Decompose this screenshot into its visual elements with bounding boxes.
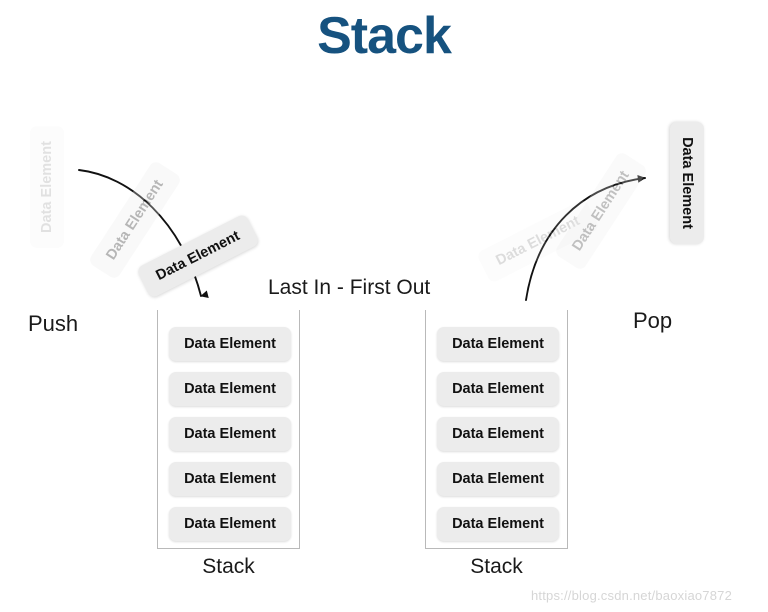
stack-right-cell-4: Data Element	[437, 507, 559, 541]
stack-right-cell-3: Data Element	[437, 462, 559, 496]
push-chip-1: Data Element	[30, 126, 64, 248]
pop-chip-3: Data Element	[670, 122, 704, 244]
push-label: Push	[28, 311, 79, 336]
stack-left-container: Data Element Data Element Data Element D…	[157, 310, 300, 549]
stack-left-caption: Stack	[202, 555, 255, 578]
page-title: Stack	[317, 7, 452, 65]
watermark: https://blog.csdn.net/baoxiao7872	[531, 588, 733, 603]
pop-label: Pop	[633, 308, 673, 333]
stack-left-cell-2: Data Element	[169, 417, 291, 451]
stack-left: Data Element Data Element Data Element D…	[157, 310, 300, 578]
stack-right-caption: Stack	[470, 555, 523, 578]
stack-right-cell-2: Data Element	[437, 417, 559, 451]
stack-right-cell-1: Data Element	[437, 372, 559, 406]
push-chip-3: Data Element	[135, 213, 261, 299]
stack-right-cell-0: Data Element	[437, 327, 559, 361]
stack-left-cell-4: Data Element	[169, 507, 291, 541]
lifo-headline: Last In - First Out	[268, 276, 431, 299]
stack-right: Data Element Data Element Data Element D…	[425, 310, 568, 578]
stack-right-container: Data Element Data Element Data Element D…	[425, 310, 568, 549]
stack-left-cell-1: Data Element	[169, 372, 291, 406]
stack-left-cell-3: Data Element	[169, 462, 291, 496]
stack-left-cell-0: Data Element	[169, 327, 291, 361]
